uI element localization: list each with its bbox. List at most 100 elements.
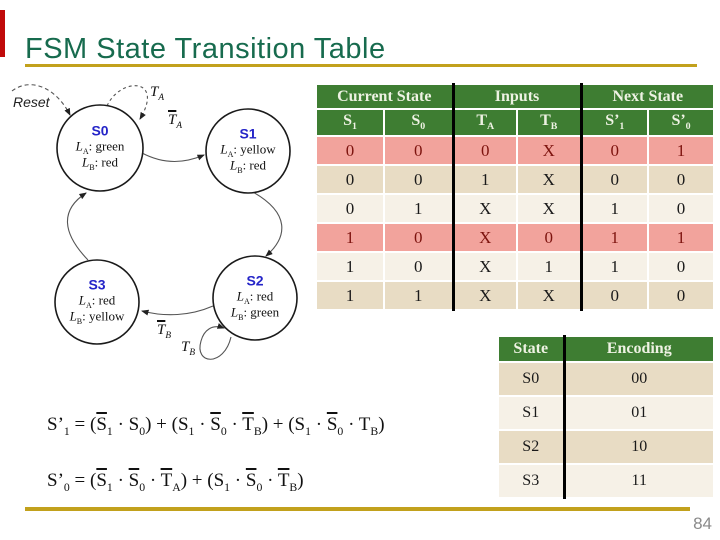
title-underline [25, 64, 697, 67]
cell: S3 [497, 463, 566, 499]
s3-to-s0-arrow [66, 192, 89, 261]
cell: 0 [382, 135, 455, 166]
cell: X [452, 222, 519, 253]
encoding-header-encoding: Encoding [563, 335, 715, 363]
tb-bar-transition-label: TB [157, 322, 172, 341]
encoding-row: S2 10 [497, 429, 715, 465]
s0-to-s1-arrow [141, 152, 205, 162]
encoding-header-state: State [497, 335, 566, 363]
cell: 11 [563, 463, 715, 499]
cell: 1 [315, 251, 385, 282]
cell: 0 [647, 193, 716, 224]
cell: 1 [315, 280, 385, 311]
state-light-b: LB: red [229, 157, 267, 176]
table-row: 0 0 0 X 0 1 [315, 135, 716, 166]
state-light-a: LA: green [75, 138, 125, 156]
col-header-s0-next: S’0 [647, 108, 716, 137]
state-node-s2: S2 LA: red LB: green [210, 272, 300, 323]
state-light-a: LA: yellow [220, 141, 276, 159]
red-accent-bar [0, 10, 5, 57]
cell: 0 [580, 135, 650, 166]
cell: 1 [382, 193, 455, 224]
cell: 0 [452, 135, 519, 166]
encoding-table: State Encoding S0 00 S1 01 S2 10 S3 11 [497, 335, 715, 499]
group-header-next-state: Next State [580, 83, 716, 110]
cell: X [452, 193, 519, 224]
cell: S0 [497, 361, 566, 397]
cell: S1 [497, 395, 566, 431]
state-light-a: LA: red [236, 288, 274, 306]
reset-arrow [11, 84, 71, 116]
cell: 1 [516, 251, 583, 282]
encoding-row: S0 00 [497, 361, 715, 397]
cell: 1 [580, 251, 650, 282]
transition-table: Current State Inputs Next State S1 S0 TA… [314, 83, 716, 311]
s2-to-s3-arrow [141, 305, 214, 316]
cell: X [516, 193, 583, 224]
state-light-b: LB: red [81, 154, 119, 173]
cell: X [516, 280, 583, 311]
cell: 0 [580, 280, 650, 311]
state-node-s0: S0 LA: green LB: red [55, 122, 145, 173]
cell: 0 [315, 164, 385, 195]
cell: 0 [580, 164, 650, 195]
tb-transition-label: TB [181, 339, 196, 358]
cell: X [452, 251, 519, 282]
cell: 0 [516, 222, 583, 253]
state-light-b: LB: green [230, 304, 280, 323]
ta-bar-transition-label: TA [168, 112, 183, 131]
table-column-header-row: S1 S0 TA TB S’1 S’0 [315, 108, 716, 137]
reset-label: Reset [13, 94, 50, 110]
s2-self-loop-arrow [199, 323, 232, 360]
cell: S2 [497, 429, 566, 465]
group-header-inputs: Inputs [452, 83, 583, 110]
table-group-header-row: Current State Inputs Next State [314, 83, 716, 110]
group-header-current-state: Current State [314, 83, 455, 110]
cell: 00 [563, 361, 715, 397]
cell: X [516, 135, 583, 166]
cell: 1 [580, 222, 650, 253]
encoding-row: S1 01 [497, 395, 715, 431]
cell: 1 [452, 164, 519, 195]
encoding-row: S3 11 [497, 463, 715, 499]
col-header-s1: S1 [315, 108, 385, 137]
state-light-a: LA: red [78, 292, 116, 310]
state-node-s1: S1 LA: yellow LB: red [203, 125, 293, 176]
col-header-s0: S0 [382, 108, 455, 137]
table-row: 1 0 X 1 1 0 [315, 251, 716, 282]
cell: 0 [647, 251, 716, 282]
equation-s0-next: S’0 = (S1 · S0 · TA) + (S1 · S0 · TB) [47, 470, 304, 494]
state-name: S2 [246, 272, 264, 289]
state-name: S1 [239, 125, 257, 142]
cell: 0 [382, 164, 455, 195]
state-circle-s2 [212, 255, 298, 341]
table-row: 1 0 X 0 1 1 [315, 222, 716, 253]
table-row: 0 0 1 X 0 0 [315, 164, 716, 195]
state-name: S0 [91, 122, 109, 139]
col-header-tb: TB [516, 108, 583, 137]
cell: 0 [647, 164, 716, 195]
cell: 0 [382, 222, 455, 253]
state-circle-s1 [205, 108, 291, 194]
state-name: S3 [88, 276, 106, 293]
state-light-b: LB: yellow [69, 308, 125, 327]
fsm-state-diagram: Reset TA TA TB TB S0 LA: green LB: red S… [0, 75, 320, 375]
encoding-header-row: State Encoding [497, 335, 715, 363]
cell: 1 [647, 135, 716, 166]
page-number: 84 [693, 514, 712, 533]
fsm-diagram-canvas [11, 84, 298, 360]
cell: 1 [580, 193, 650, 224]
cell: 1 [315, 222, 385, 253]
bottom-rule [25, 507, 690, 511]
s1-to-s2-arrow [252, 191, 283, 257]
page-title: FSM State Transition Table [25, 33, 386, 66]
cell: 1 [382, 280, 455, 311]
cell: 0 [315, 193, 385, 224]
ta-transition-label: TA [150, 84, 165, 103]
cell: 0 [315, 135, 385, 166]
cell: 01 [563, 395, 715, 431]
cell: X [516, 164, 583, 195]
state-circle-s0 [56, 104, 144, 192]
state-circle-s3 [54, 259, 140, 345]
